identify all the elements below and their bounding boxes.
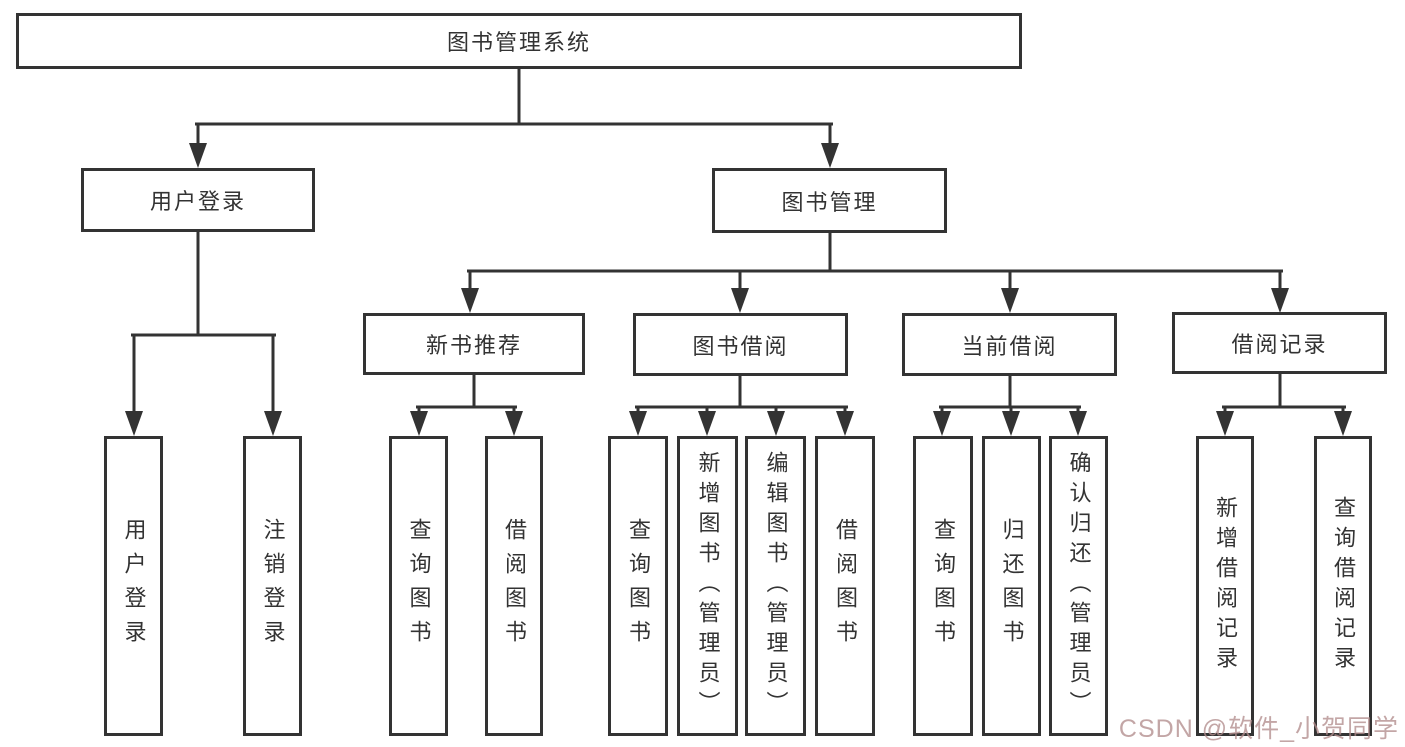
leaf-add-borrow-record-label: 新增借阅记录 — [1213, 496, 1238, 676]
leaf-query-book-rec-label: 查询图书 — [406, 518, 432, 654]
leaf-borrow-book-borrow: 借阅图书 — [815, 436, 875, 736]
node-current-borrow: 当前借阅 — [902, 313, 1117, 376]
node-borrow-record: 借阅记录 — [1172, 312, 1387, 374]
arrowhead — [1069, 411, 1087, 436]
arrowhead — [189, 143, 207, 168]
arrowhead — [410, 411, 428, 436]
node-book-borrow-label: 图书借阅 — [692, 333, 789, 359]
leaf-borrow-book-borrow-label: 借阅图书 — [833, 518, 858, 654]
arrowhead — [629, 411, 647, 436]
leaf-confirm-return-admin-label: 确认归还（管理员） — [1066, 451, 1092, 721]
leaf-logout: 注销登录 — [243, 436, 302, 736]
arrowheads — [125, 143, 1352, 436]
leaf-borrow-book-rec-label: 借阅图书 — [502, 518, 527, 654]
leaf-query-book-borrow: 查询图书 — [608, 436, 668, 736]
arrowhead — [767, 411, 785, 436]
leaf-add-borrow-record: 新增借阅记录 — [1196, 436, 1254, 736]
node-current-borrow-label: 当前借阅 — [961, 333, 1058, 359]
arrowhead — [836, 411, 854, 436]
connector-bookborrow-to-leaves — [635, 374, 848, 420]
node-user-login-label: 用户登录 — [149, 189, 246, 214]
csdn-watermark: CSDN @软件_小贺同学 — [1118, 715, 1399, 743]
leaf-confirm-return-admin: 确认归还（管理员） — [1049, 436, 1108, 736]
leaf-query-book-current-label: 查询图书 — [931, 518, 956, 654]
leaf-edit-book-admin-label: 编辑图书（管理员） — [763, 451, 789, 721]
arrowhead — [933, 411, 951, 436]
arrowhead — [505, 411, 523, 436]
node-root-label: 图书管理系统 — [446, 30, 591, 55]
arrowhead — [821, 143, 839, 168]
node-root: 图书管理系统 — [16, 13, 1022, 69]
node-book-mgmt: 图书管理 — [712, 168, 947, 233]
leaf-query-borrow-record-label: 查询借阅记录 — [1331, 496, 1356, 676]
leaf-user-login-label: 用户登录 — [121, 518, 147, 654]
arrowhead — [1271, 288, 1289, 313]
arrowhead — [264, 411, 282, 436]
leaf-edit-book-admin: 编辑图书（管理员） — [745, 436, 806, 736]
connector-root-to-level2 — [195, 67, 833, 152]
leaf-logout-label: 注销登录 — [260, 518, 286, 654]
connector-userlogin-to-leaves — [131, 230, 276, 420]
arrowhead — [1002, 411, 1020, 436]
arrowhead — [1216, 411, 1234, 436]
leaf-return-book: 归还图书 — [982, 436, 1041, 736]
arrowhead — [461, 288, 479, 313]
node-new-book-rec: 新书推荐 — [363, 313, 585, 375]
node-borrow-record-label: 借阅记录 — [1231, 332, 1328, 357]
arrowhead — [1001, 288, 1019, 313]
connector-bookmgmt-to-level3 — [467, 231, 1283, 292]
leaf-borrow-book-rec: 借阅图书 — [485, 436, 543, 736]
connector-newbookrec-to-leaves — [416, 373, 517, 420]
node-user-login: 用户登录 — [81, 168, 315, 232]
leaf-query-borrow-record: 查询借阅记录 — [1314, 436, 1372, 736]
connector-borrowrecord-to-leaves — [1222, 372, 1346, 420]
node-book-mgmt-label: 图书管理 — [781, 189, 878, 215]
node-new-book-rec-label: 新书推荐 — [425, 333, 522, 358]
node-book-borrow: 图书借阅 — [633, 313, 848, 376]
leaf-query-book-current: 查询图书 — [913, 436, 973, 736]
arrowhead — [698, 411, 716, 436]
arrowhead — [1334, 411, 1352, 436]
leaf-add-book-admin: 新增图书（管理员） — [677, 436, 738, 736]
arrowhead — [125, 411, 143, 436]
leaf-query-book-rec: 查询图书 — [389, 436, 448, 736]
leaf-add-book-admin-label: 新增图书（管理员） — [695, 451, 721, 721]
leaf-user-login: 用户登录 — [104, 436, 163, 736]
arrowhead — [731, 288, 749, 313]
leaf-return-book-label: 归还图书 — [999, 518, 1025, 654]
leaf-query-book-borrow-label: 查询图书 — [626, 518, 651, 654]
